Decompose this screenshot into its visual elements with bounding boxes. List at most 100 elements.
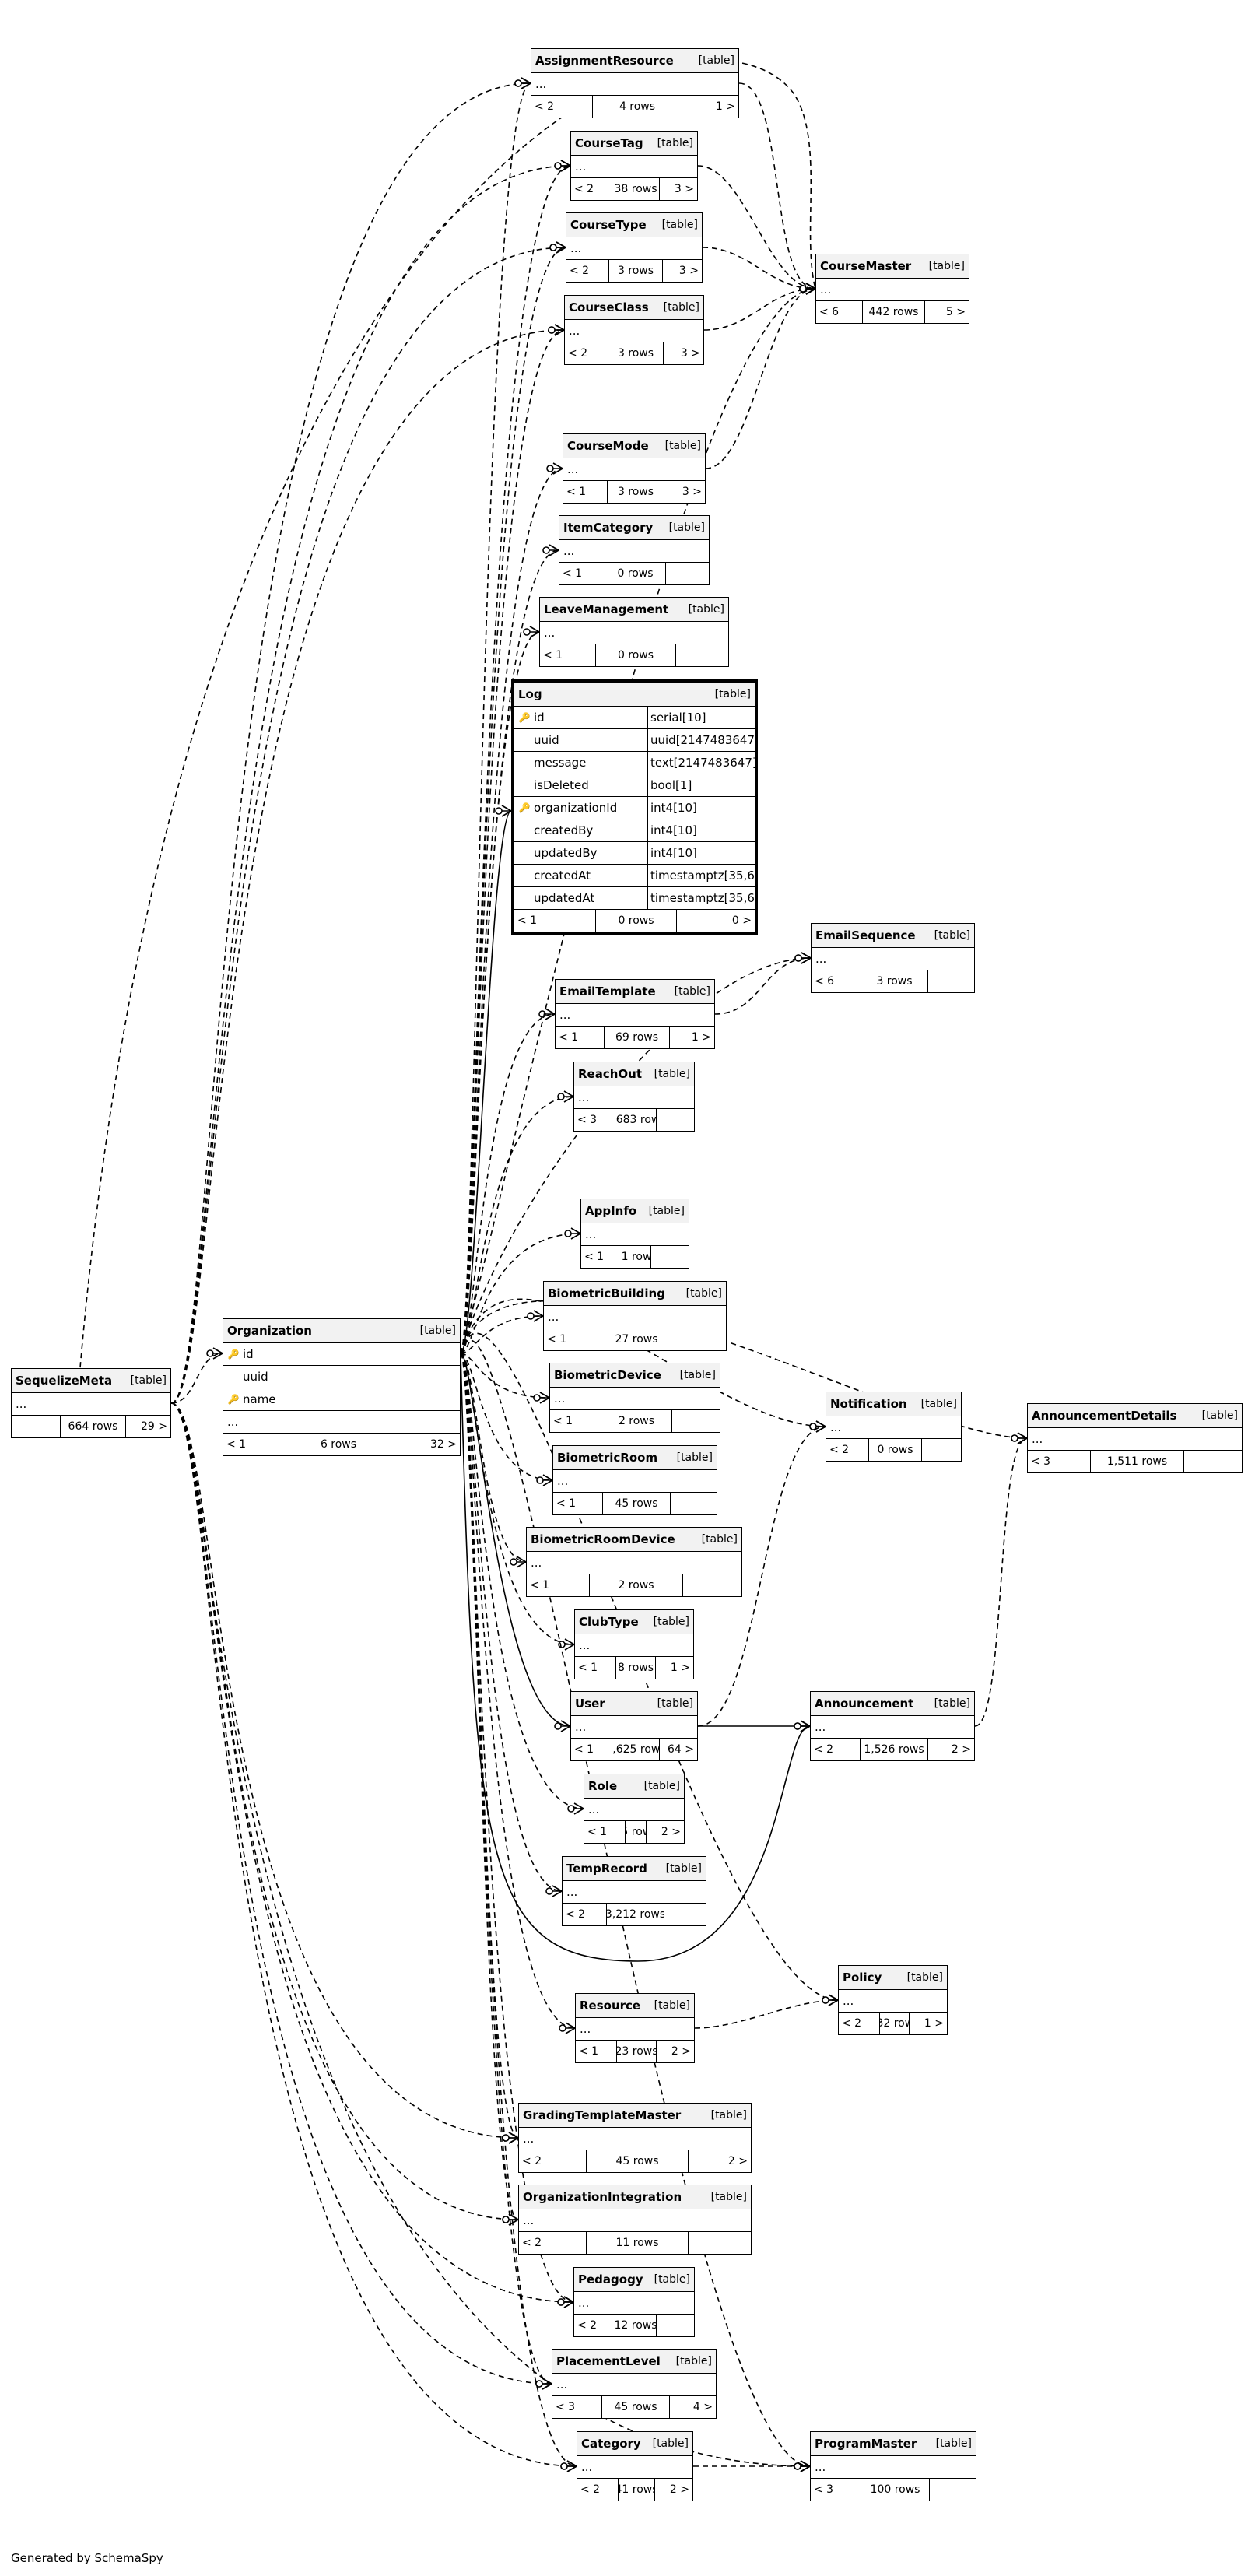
table-name[interactable]: OrganizationIntegration: [523, 2190, 682, 2204]
children-count[interactable]: [671, 1493, 717, 1514]
table-name[interactable]: PlacementLevel: [556, 2354, 661, 2368]
parents-count[interactable]: < 1: [550, 1410, 601, 1432]
parents-count[interactable]: < 2: [531, 96, 593, 118]
children-count[interactable]: 1 >: [670, 1662, 690, 1674]
table-name[interactable]: Policy: [843, 1971, 882, 1985]
parents-count[interactable]: < 1: [514, 910, 596, 932]
children-count[interactable]: 64 >: [668, 1743, 694, 1756]
children-count[interactable]: [675, 1328, 726, 1350]
parents-count[interactable]: [12, 1416, 61, 1437]
table-name[interactable]: SequelizeMeta: [16, 1374, 113, 1388]
table-name[interactable]: User: [575, 1697, 605, 1711]
table-name[interactable]: CourseType: [570, 218, 647, 232]
parents-count[interactable]: < 1: [563, 481, 608, 503]
table-name[interactable]: EmailSequence: [815, 928, 916, 942]
table-name[interactable]: Category: [581, 2437, 641, 2451]
children-count[interactable]: [930, 2479, 976, 2501]
table-name[interactable]: TempRecord: [566, 1862, 647, 1876]
table-name[interactable]: Resource: [580, 1999, 641, 2013]
table-name[interactable]: ReachOut: [578, 1067, 643, 1081]
parents-count[interactable]: < 1: [553, 1493, 603, 1514]
children-count[interactable]: [651, 1246, 689, 1268]
children-count[interactable]: 3 >: [678, 265, 699, 277]
table-name[interactable]: LeaveManagement: [544, 602, 669, 616]
parents-count[interactable]: < 2: [571, 178, 612, 200]
table-name[interactable]: ProgramMaster: [815, 2437, 917, 2451]
table-name[interactable]: BiometricBuilding: [548, 1286, 665, 1300]
children-count[interactable]: 3 >: [680, 347, 700, 360]
children-count[interactable]: 4 >: [692, 2401, 713, 2413]
parents-count[interactable]: < 2: [839, 2013, 880, 2034]
parents-count[interactable]: < 2: [566, 260, 609, 282]
children-count[interactable]: 2 >: [661, 1826, 681, 1838]
parents-count[interactable]: < 3: [1028, 1451, 1091, 1472]
table-reach-out[interactable]: ReachOut[table]...< 31,683 rows: [573, 1062, 695, 1132]
table-name[interactable]: AssignmentResource: [535, 54, 674, 68]
parents-count[interactable]: < 2: [519, 2232, 587, 2254]
table-organization[interactable]: Organization[table]🔑id•uuid🔑name...< 16 …: [223, 1318, 461, 1456]
parents-count[interactable]: < 3: [552, 2396, 602, 2418]
children-count[interactable]: [1184, 1451, 1242, 1472]
table-name[interactable]: Notification: [830, 1397, 907, 1411]
children-count[interactable]: 3 >: [674, 183, 694, 195]
parents-count[interactable]: < 2: [826, 1439, 869, 1461]
parents-count[interactable]: < 1: [527, 1574, 590, 1596]
table-name[interactable]: BiometricRoom: [557, 1451, 658, 1465]
parents-count[interactable]: < 1: [581, 1246, 622, 1268]
table-name[interactable]: Announcement: [815, 1697, 914, 1711]
children-count[interactable]: 5 >: [945, 306, 966, 318]
table-name[interactable]: CourseMode: [567, 439, 649, 453]
table-name[interactable]: Pedagogy: [578, 2272, 643, 2286]
table-name[interactable]: CourseTag: [575, 136, 643, 150]
parents-count[interactable]: < 2: [519, 2150, 587, 2172]
table-name[interactable]: CourseClass: [569, 300, 649, 314]
children-count[interactable]: 1 >: [924, 2017, 944, 2030]
parents-count[interactable]: < 1: [576, 2041, 617, 2062]
children-count[interactable]: 0 >: [731, 914, 752, 927]
children-count[interactable]: 2 >: [669, 2483, 689, 2496]
table-name[interactable]: AppInfo: [585, 1204, 637, 1218]
parents-count[interactable]: < 2: [574, 2315, 615, 2336]
children-count[interactable]: [672, 1410, 720, 1432]
children-count[interactable]: 1 >: [691, 1031, 711, 1044]
children-count[interactable]: [666, 563, 709, 584]
parents-count[interactable]: < 6: [812, 970, 861, 992]
table-name[interactable]: CourseMaster: [820, 259, 912, 273]
table-log[interactable]: Log[table]🔑idserial[10]•uuiduuid[2147483…: [511, 679, 758, 935]
children-count[interactable]: [657, 1109, 694, 1131]
children-count[interactable]: 1 >: [715, 100, 735, 113]
children-count[interactable]: [657, 2315, 694, 2336]
parents-count[interactable]: < 3: [811, 2479, 861, 2501]
children-count[interactable]: 2 >: [671, 2045, 691, 2058]
parents-count[interactable]: < 1: [540, 644, 596, 666]
parents-count[interactable]: < 2: [577, 2479, 619, 2501]
parents-count[interactable]: < 1: [575, 1657, 616, 1679]
parents-count[interactable]: < 6: [816, 301, 863, 323]
parents-count[interactable]: < 2: [565, 342, 608, 364]
table-name[interactable]: Log: [518, 687, 542, 701]
children-count[interactable]: [928, 970, 974, 992]
children-count[interactable]: 2 >: [951, 1743, 971, 1756]
parents-count[interactable]: < 3: [574, 1109, 615, 1131]
